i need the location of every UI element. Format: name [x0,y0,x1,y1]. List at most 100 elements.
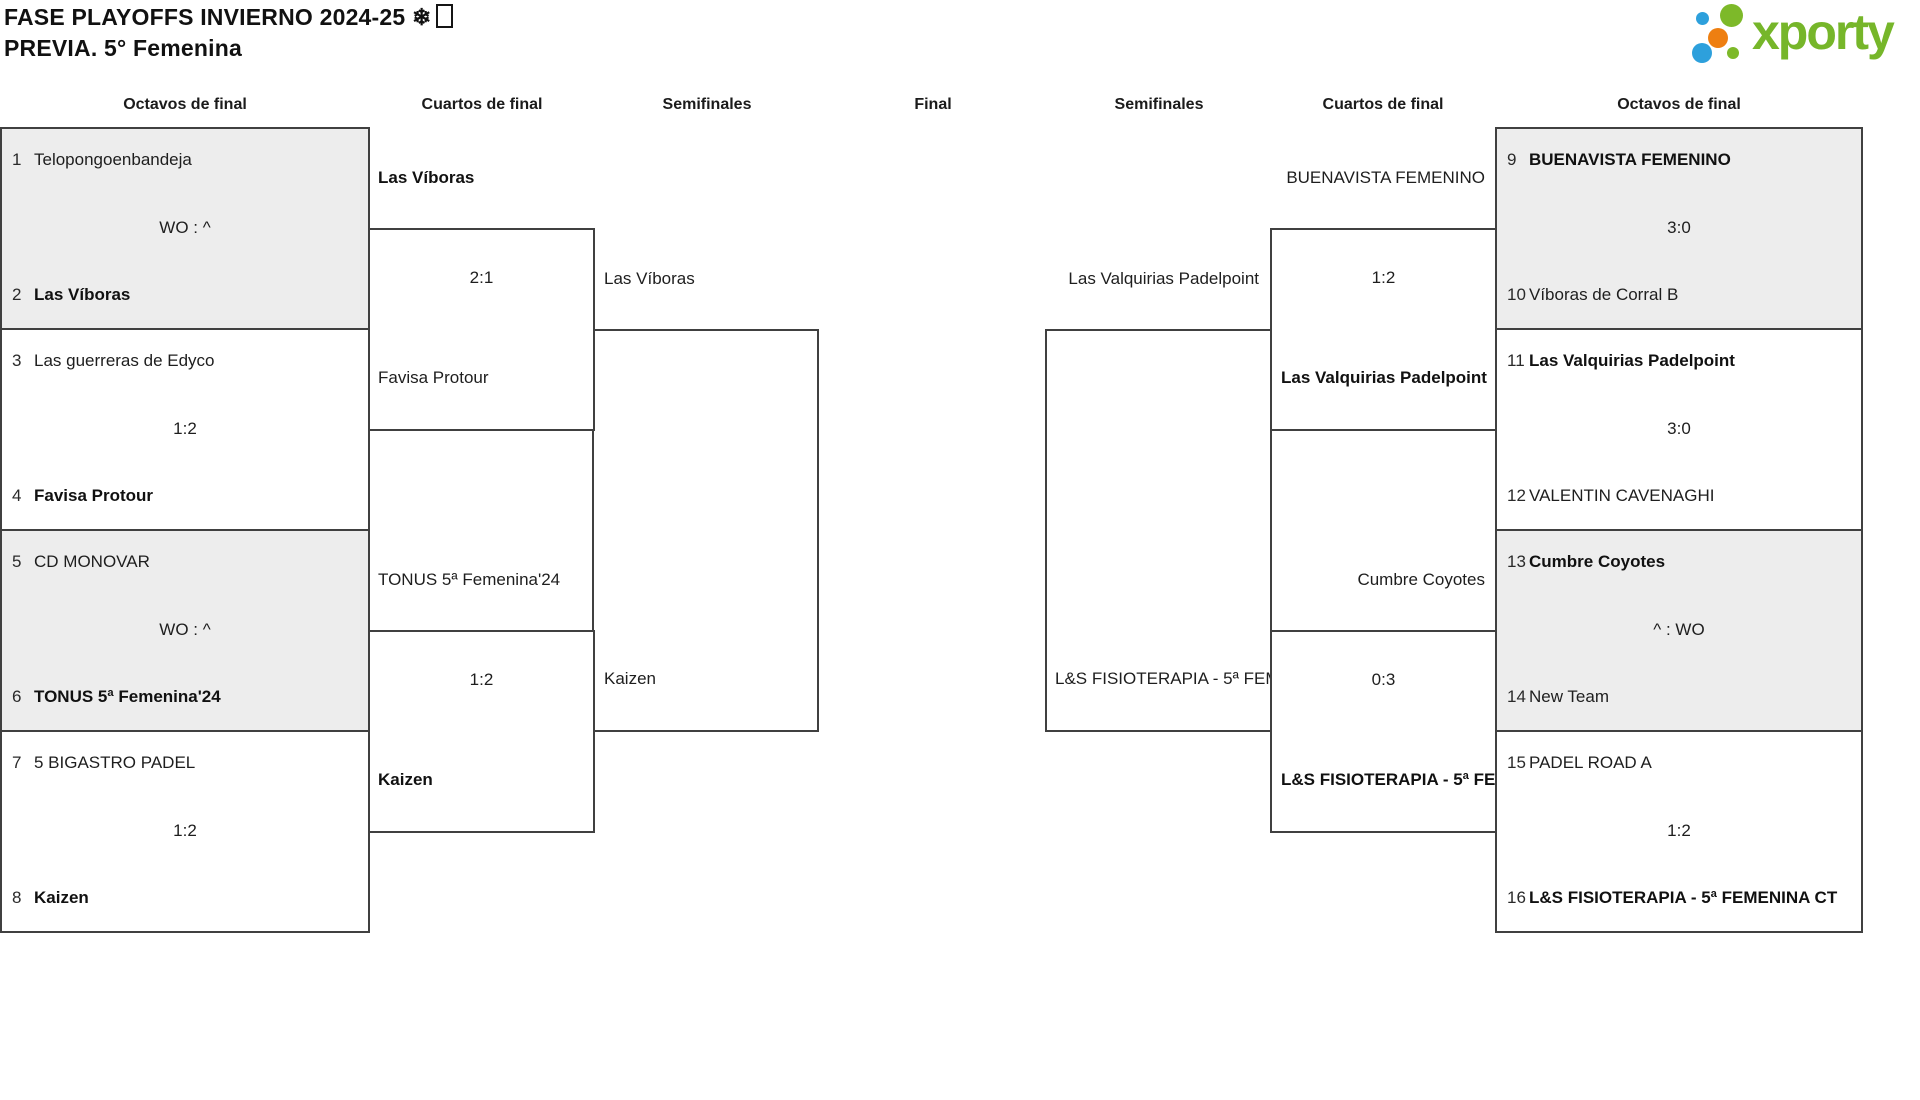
team-label[interactable]: Las Valquirias Padelpoint [1281,368,1487,387]
match-score: 2:1 [469,268,494,287]
seed-number: 5 [12,552,22,571]
team-row[interactable]: 4 Favisa Protour [12,486,364,506]
team-row[interactable]: 5 CD MONOVAR [12,552,364,572]
seed-number: 4 [12,486,22,505]
round-header-cuartos-left: Cuartos de final [421,96,543,113]
team-row[interactable]: 3 Las guerreras de Edyco [12,351,364,371]
team-row[interactable]: 6 TONUS 5ª Femenina'24 [12,687,364,707]
seed-number: 12 [1507,486,1526,505]
match-box-octavos[interactable]: 1 Telopongoenbandeja WO : ^ 2 Las Víboras [0,127,370,330]
team-row[interactable]: 9 BUENAVISTA FEMENINO [1507,150,1857,170]
match-score: 3:0 [1667,218,1691,237]
round-header-final: Final [914,96,952,113]
team-label[interactable]: Las Víboras [604,269,695,288]
team-name[interactable]: TONUS 5ª Femenina'24 [34,687,221,706]
team-row[interactable]: 7 5 BIGASTRO PADEL [12,753,364,773]
seed-number: 8 [12,888,22,907]
match-box-octavos[interactable]: 5 CD MONOVAR WO : ^ 6 TONUS 5ª Femenina'24 [0,529,370,732]
logo-dot-icon [1708,28,1728,48]
team-name[interactable]: PADEL ROAD A [1529,753,1652,772]
title-block: FASE PLAYOFFS INVIERNO 2024-25 ❄ PREVIA.… [4,2,454,64]
team-label[interactable]: L&S FISIOTERAPIA - 5ª FEMENINA CT [1055,669,1358,688]
match-score: 1:2 [469,670,494,689]
team-label[interactable]: TONUS 5ª Femenina'24 [378,570,561,589]
page-subtitle: PREVIA. 5° Femenina [4,35,242,61]
team-label[interactable]: BUENAVISTA FEMENINO [1286,168,1485,187]
team-name[interactable]: Kaizen [34,888,89,907]
match-score: 1:2 [173,821,197,840]
match-box-cuartos[interactable]: 1:2 [1270,228,1497,431]
seed-number: 2 [12,285,22,304]
match-score: ^ : WO [1653,620,1705,639]
page-title-text: FASE PLAYOFFS INVIERNO 2024-25 ❄ [4,4,432,30]
team-label[interactable]: Las Víboras [378,168,475,187]
seed-number: 11 [1507,351,1525,370]
logo-wordmark: xporty [1752,4,1895,60]
logo-dot-icon [1720,4,1743,27]
seed-number: 14 [1507,687,1526,706]
match-score: 1:2 [1371,268,1396,287]
match-box-cuartos[interactable]: 2:1 [368,228,595,431]
team-row[interactable]: 8 Kaizen [12,888,364,908]
match-box-cuartos[interactable]: 0:3 [1270,630,1497,833]
logo-dot-icon [1727,47,1739,59]
page-title: FASE PLAYOFFS INVIERNO 2024-25 ❄ [4,2,454,33]
match-score: WO : ^ [159,218,211,237]
team-label[interactable]: Kaizen [604,669,656,688]
team-name[interactable]: 5 BIGASTRO PADEL [34,753,196,772]
match-box-cuartos[interactable]: 1:2 [368,630,595,833]
match-box-semifinal-left[interactable] [592,329,819,732]
team-name[interactable]: Cumbre Coyotes [1529,552,1666,571]
match-box-semifinal-right[interactable] [1045,329,1272,732]
team-name[interactable]: Las guerreras de Edyco [34,351,215,370]
seed-number: 3 [12,351,22,370]
match-score: 1:2 [1667,821,1691,840]
team-label[interactable]: Cumbre Coyotes [1357,570,1485,589]
seed-number: 1 [12,150,22,169]
team-row[interactable]: 2 Las Víboras [12,285,364,305]
team-label[interactable]: L&S FISIOTERAPIA - 5ª FEMENINA CT [1281,770,1590,789]
seed-number: 16 [1507,888,1526,907]
team-name[interactable]: Telopongoenbandeja [34,150,192,169]
team-name[interactable]: Víboras de Corral B [1529,285,1679,304]
seed-number: 9 [1507,150,1517,169]
team-label[interactable]: Kaizen [378,770,433,789]
round-header-semis-left: Semifinales [662,96,752,113]
match-score: WO : ^ [159,620,211,639]
team-label[interactable]: Favisa Protour [378,368,489,387]
team-name[interactable]: New Team [1529,687,1609,706]
team-name[interactable]: BUENAVISTA FEMENINO [1529,150,1731,169]
team-name[interactable]: Las Víboras [34,285,131,304]
seed-number: 13 [1507,552,1526,571]
seed-number: 7 [12,753,22,772]
match-box-octavos[interactable]: 3 Las guerreras de Edyco 1:2 4 Favisa Prot… [0,328,370,531]
match-score: 0:3 [1371,670,1396,689]
logo-dot-icon [1692,43,1712,63]
match-box-octavos[interactable]: 7 5 BIGASTRO PADEL 1:2 8 Kaizen [0,730,370,933]
seed-number: 15 [1507,753,1526,772]
round-header-octavos-right: Octavos de final [1617,96,1741,113]
team-name[interactable]: L&S FISIOTERAPIA - 5ª FEMENINA CT [1529,888,1838,907]
team-name[interactable]: CD MONOVAR [34,552,150,571]
xporty-logo[interactable]: xporty [1690,4,1918,68]
match-score: 1:2 [173,419,197,438]
team-name[interactable]: Las Valquirias Padelpoint [1529,351,1735,370]
team-name[interactable]: Favisa Protour [34,486,154,505]
missing-glyph-icon [436,4,454,28]
team-label[interactable]: Las Valquirias Padelpoint [1068,269,1259,288]
team-row[interactable]: 1 Telopongoenbandeja [12,150,364,170]
team-name[interactable]: VALENTIN CAVENAGHI [1529,486,1715,505]
seed-number: 6 [12,687,22,706]
